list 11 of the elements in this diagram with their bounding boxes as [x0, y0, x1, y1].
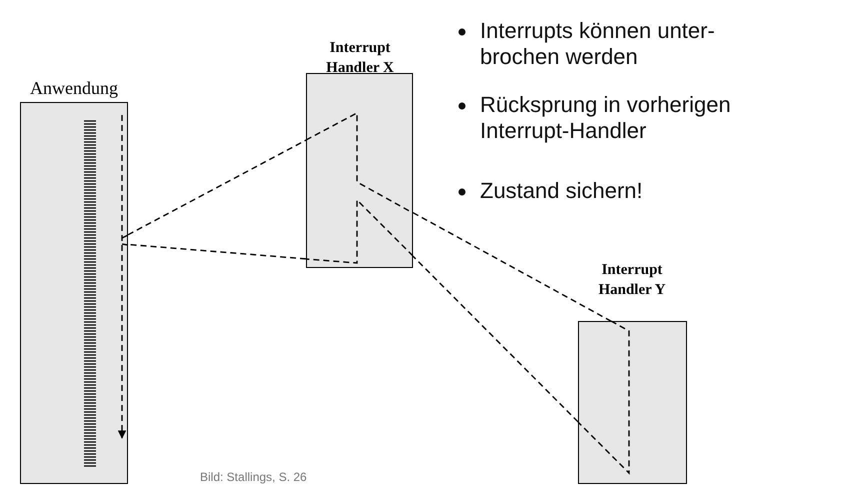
dashed-connector: [412, 212, 612, 322]
box-heading: Interrupt Handler Y: [597, 261, 667, 300]
box-heading: Interrupt Handler X: [325, 39, 395, 78]
box-heading: Anwendung: [29, 78, 119, 98]
source-note: Bild: Stallings, S. 26: [200, 470, 307, 484]
dashed-connector: [128, 140, 306, 236]
bullet-text: Zustand sichern!: [480, 178, 644, 204]
dashed-connector: [128, 244, 306, 260]
bullet-text: Interrupts können unter- brochen werden: [480, 18, 716, 70]
dashed-connector: [412, 256, 578, 422]
bullet-text: Rücksprung in vorherigen Interrupt-Handler: [480, 92, 732, 144]
